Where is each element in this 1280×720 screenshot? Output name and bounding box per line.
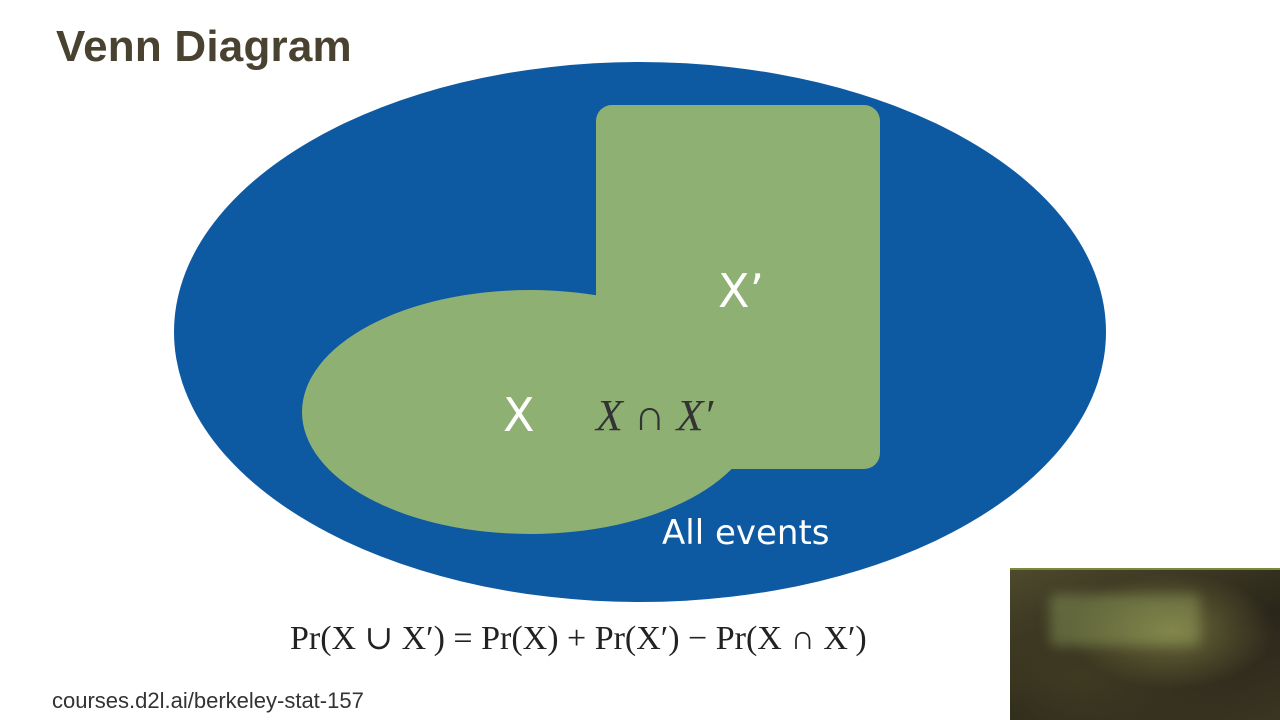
probability-formula: Pr(X ∪ X′) = Pr(X) + Pr(X′) − Pr(X ∩ X′) <box>290 620 867 657</box>
video-glare <box>1050 594 1200 646</box>
footer-url: courses.d2l.ai/berkeley-stat-157 <box>52 688 364 713</box>
webcam-video-thumbnail <box>1010 568 1280 720</box>
set-x-label: X <box>503 388 535 442</box>
universe-label: All events <box>662 513 830 553</box>
slide-title: Venn Diagram <box>56 22 352 71</box>
intersection-label: X ∩ X′ <box>594 391 715 440</box>
set-xprime-label: X’ <box>718 264 764 318</box>
set-x-shape <box>302 290 758 534</box>
